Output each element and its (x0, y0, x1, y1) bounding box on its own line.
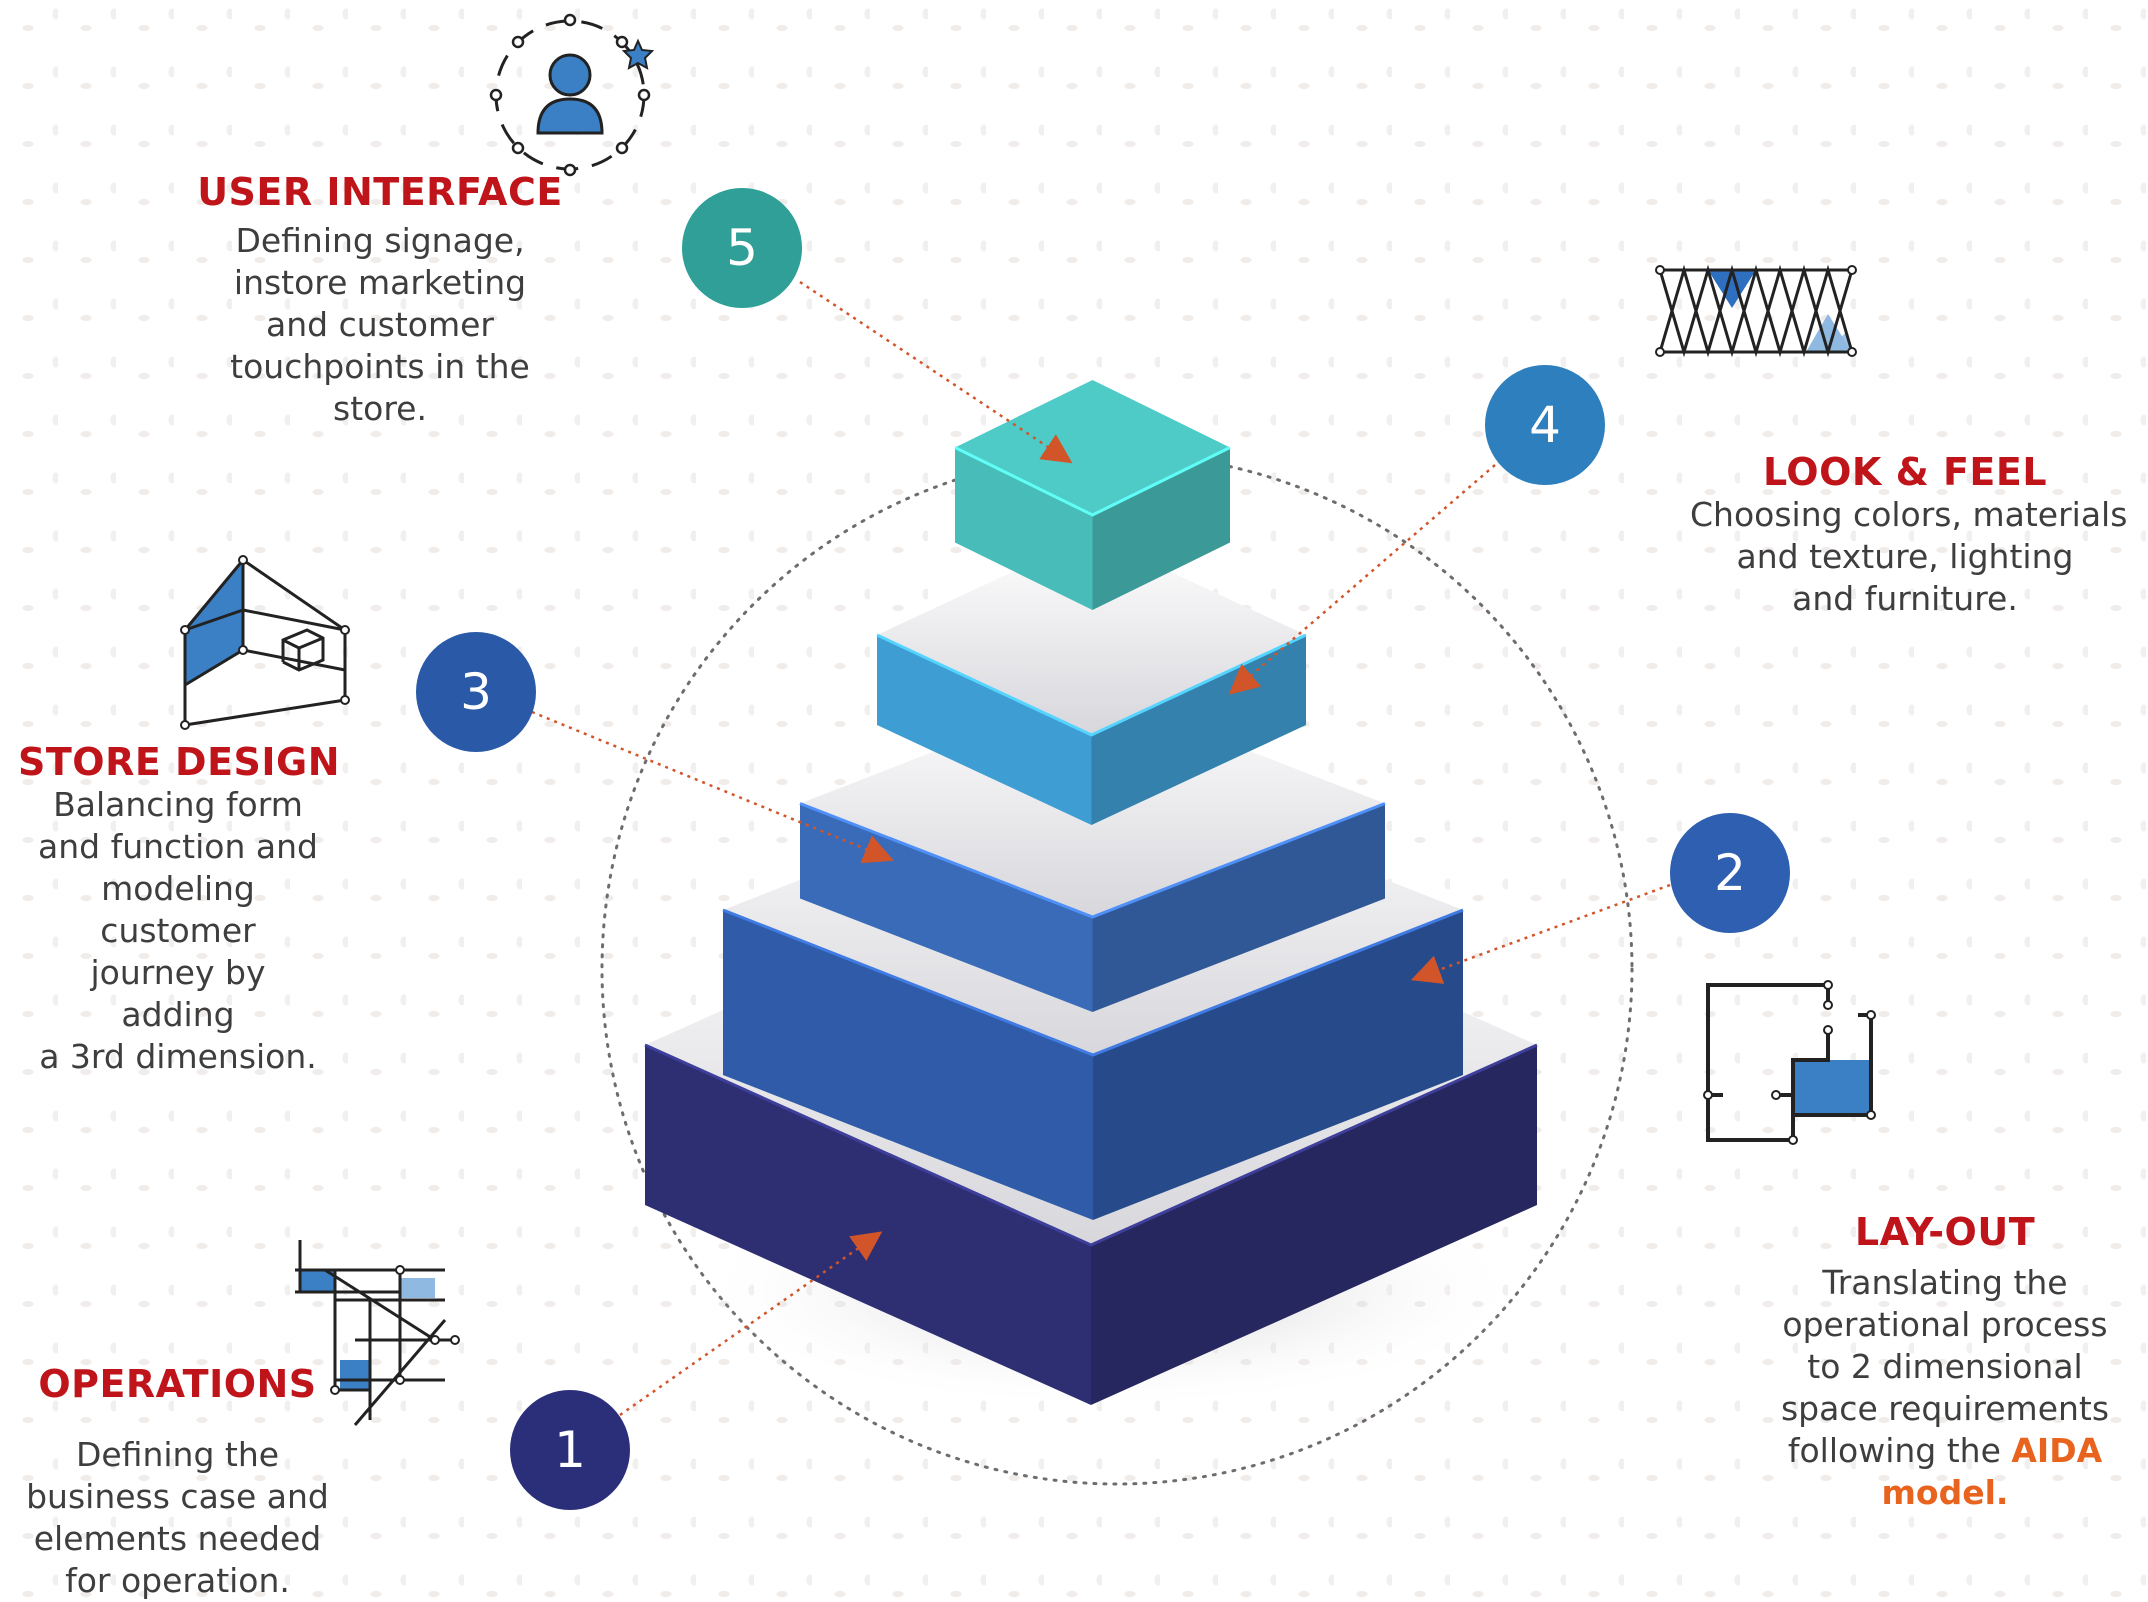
step-3-description: Balancing form and function and modeling… (18, 784, 338, 1078)
connector-lines (531, 280, 1671, 1417)
desc-line: space requirements (1780, 1389, 2110, 1428)
desc-line: to 2 dimensional (1807, 1347, 2083, 1386)
desc-line: model. (1780, 1472, 2110, 1514)
desc-line: for operation. (65, 1561, 290, 1600)
desc-line: a 3rd dimension. (39, 1037, 317, 1076)
step-1-description: Defining the business case and elements … (20, 1434, 335, 1602)
step-1-block: OPERATIONS Defining the business case an… (20, 1362, 335, 1602)
step-3-badge: 3 (416, 632, 536, 752)
desc-line: Defining signage, (235, 221, 525, 260)
desc-line: operational process (1782, 1305, 2108, 1344)
desc-line: modeling (101, 869, 255, 908)
layer-user-interface-left-face (955, 447, 1093, 610)
step-1-title: OPERATIONS (38, 1362, 317, 1406)
step-5-badge: 5 (682, 188, 802, 308)
desc-line-text: following the (1787, 1431, 2012, 1470)
layer-look-feel-left-face (877, 635, 1092, 825)
layer-user-interface-edge (954, 446, 1231, 517)
layer-store-design-right-face (1092, 803, 1385, 1012)
layer-operations-right-face (1091, 1045, 1537, 1405)
floorplan-icon (1703, 980, 1876, 1145)
step-2-badge: 2 (1670, 813, 1790, 933)
step-4-description: Choosing colors, materials and texture, … (1690, 494, 2128, 620)
step-5-description: Defining signage, instore marketing and … (195, 220, 565, 430)
desc-line: touchpoints in the (230, 347, 530, 386)
connector-5 (799, 280, 1073, 464)
desc-line: and customer (266, 305, 494, 344)
step-3-block: STORE DESIGN Balancing form and function… (18, 740, 341, 1078)
aida-highlight: AIDA (2011, 1431, 2103, 1470)
user-icon (489, 13, 655, 177)
desc-line: and texture, lighting (1736, 537, 2074, 576)
desc-line: store. (333, 389, 427, 428)
step-5-title: USER INTERFACE (197, 170, 563, 214)
desc-line: and furniture. (1792, 579, 2018, 618)
desc-line: Translating the (1822, 1263, 2068, 1302)
step-4-badge: 4 (1485, 365, 1605, 485)
desc-line: customer (100, 911, 256, 950)
desc-line: following the AIDA (1780, 1430, 2110, 1472)
connector-1 (619, 1231, 883, 1417)
desc-line: journey by (90, 953, 266, 992)
connector-4 (1228, 464, 1496, 695)
desc-line: Balancing form (53, 785, 303, 824)
layer-operations-left-face (645, 1045, 1091, 1405)
pyramid-layers (644, 380, 1538, 1405)
step-2-description: Translating the operational process to 2… (1780, 1262, 2110, 1514)
model-highlight: model. (1881, 1473, 2009, 1512)
step-4-title: LOOK & FEEL (1762, 450, 2048, 494)
triangle-pattern-icon (1655, 264, 1857, 358)
layer-layout-right-face (1093, 910, 1463, 1220)
desc-line: Choosing colors, materials (1690, 495, 2128, 534)
step-3-title: STORE DESIGN (18, 740, 341, 784)
desc-line: and function and (38, 827, 318, 866)
desc-line: adding (121, 995, 235, 1034)
grid-sketch-icon (295, 1240, 460, 1426)
step-1-badge: 1 (510, 1390, 630, 1510)
desc-line: Defining the (75, 1435, 280, 1474)
step-4-block: LOOK & FEEL Choosing colors, materials a… (1690, 450, 2128, 620)
layer-store-design-edge (799, 802, 1386, 919)
layer-user-interface-right-face (1092, 447, 1230, 610)
connector-2 (1410, 883, 1671, 984)
step-2-block: LAY-OUT Translating the operational proc… (1780, 1210, 2110, 1514)
house-wireframe-icon (180, 555, 350, 730)
step-5-block: USER INTERFACE Defining signage, instore… (195, 170, 565, 430)
layer-layout-left-face (723, 910, 1093, 1220)
desc-line: elements needed (33, 1519, 322, 1558)
dotted-circle (600, 452, 1634, 1486)
layer-layout-edge (722, 908, 1464, 1057)
step-2-title: LAY-OUT (1854, 1210, 2036, 1254)
desc-line: business case and (26, 1477, 329, 1516)
layer-user-interface (954, 380, 1231, 610)
desc-line: instore marketing (233, 263, 527, 302)
connector-3 (531, 710, 894, 864)
layer-operations-edge (644, 1043, 1538, 1247)
